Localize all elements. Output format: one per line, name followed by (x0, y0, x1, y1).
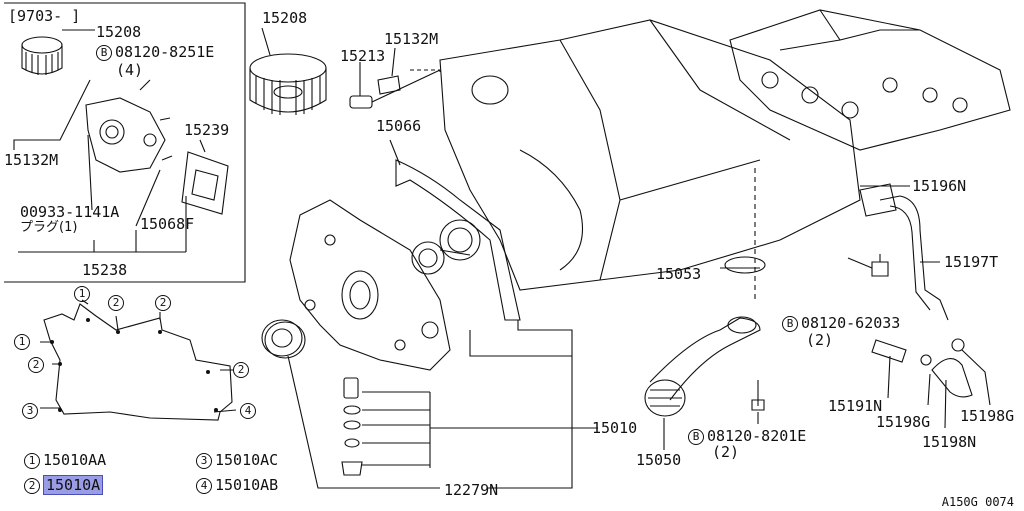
label-15213[interactable]: 15213 (340, 47, 386, 65)
plug-15132M-drawing (377, 75, 401, 95)
b-marker-icon: B (688, 429, 704, 445)
crank-seal-drawing (261, 319, 303, 357)
gasket-marker: 2 (108, 295, 124, 311)
hose-15198N-drawing (931, 358, 973, 398)
oil-pump-body-drawing (289, 199, 451, 371)
label-15066[interactable]: 15066 (376, 117, 422, 135)
label-15208[interactable]: 15208 (262, 9, 308, 27)
oil-pan-gasket-drawing (40, 299, 237, 421)
gasket-marker: 2 (28, 357, 44, 373)
oil-tube-drawing (879, 195, 949, 321)
inset-filter-housing-drawing (85, 97, 173, 173)
label-15050[interactable]: 15050 (636, 451, 682, 469)
gasket-marker: 2 (155, 295, 171, 311)
label-15132M[interactable]: 15132M (384, 30, 439, 48)
gasket-marker: 1 (74, 286, 90, 302)
engine-block-drawing (439, 19, 861, 291)
front-cover-gasket-drawing (395, 159, 521, 321)
label-15198N[interactable]: 15198N (922, 433, 977, 451)
label-15053[interactable]: 15053 (656, 265, 702, 283)
label-15196N[interactable]: 15196N (912, 177, 967, 195)
bolt-8201E-code: 08120-8201E (707, 427, 807, 445)
inset-plug-label: プラグ(1) (20, 220, 78, 235)
legend-part-highlighted: 15010A (43, 475, 104, 495)
relief-valve-parts-drawing (341, 377, 363, 476)
inset-frame (4, 2, 246, 283)
oil-strainer-drawing (644, 316, 761, 417)
label-15191N[interactable]: 15191N (828, 397, 883, 415)
bolt-62033-code: 08120-62033 (801, 314, 901, 332)
b-marker-icon: B (782, 316, 798, 332)
inset-bolt-code: 08120-8251E (115, 43, 215, 61)
sensor-15191N-drawing (871, 339, 907, 363)
bolt-8201E-drawing (751, 380, 765, 411)
pump-gears-drawing (411, 219, 481, 275)
inset-label-00933[interactable]: 00933-1141A (20, 203, 120, 221)
inset-oil-filter-drawing (21, 36, 63, 75)
label-12279N[interactable]: 12279N (444, 481, 499, 499)
figure-code: A150G 0074 (941, 495, 1014, 509)
gasket-marker: 1 (14, 334, 30, 350)
inset-label-15238[interactable]: 15238 (82, 261, 128, 279)
legend-part: 15010AC (215, 451, 279, 469)
inset-bolt-qty: (4) (116, 61, 144, 79)
b-marker-icon: B (96, 45, 112, 61)
legend-number: 2 (24, 478, 40, 494)
legend-number: 1 (24, 453, 40, 469)
legend-part: 15010AB (215, 476, 279, 494)
gasket-marker: 4 (240, 403, 256, 419)
cylinder-head-drawing (729, 9, 1011, 151)
oil-filter-drawing (249, 53, 327, 115)
legend-number: 4 (196, 478, 212, 494)
bolt-62033-drawing (871, 254, 889, 277)
legend-number: 3 (196, 453, 212, 469)
label-15198G-left[interactable]: 15198G (876, 413, 931, 431)
gasket-15053-drawing (724, 256, 766, 274)
inset-gasket-drawing (181, 151, 229, 215)
bolt-8201E-qty: (2) (712, 443, 740, 461)
legend-part: 15010AA (43, 451, 107, 469)
bolt-62033-qty: (2) (806, 331, 834, 349)
label-15010[interactable]: 15010 (592, 419, 638, 437)
gasket-marker: 3 (22, 403, 38, 419)
gasket-marker: 2 (233, 362, 249, 378)
inset-date-code: [9703- ] (8, 7, 81, 25)
inset-label-15132M[interactable]: 15132M (4, 151, 59, 169)
connector-15213-drawing (349, 95, 373, 109)
inset-label-15208[interactable]: 15208 (96, 23, 142, 41)
inset-label-15239[interactable]: 15239 (184, 121, 230, 139)
label-15197T[interactable]: 15197T (944, 253, 999, 271)
label-15198G-right[interactable]: 15198G (960, 407, 1015, 425)
inset-label-15068F[interactable]: 15068F (140, 215, 195, 233)
